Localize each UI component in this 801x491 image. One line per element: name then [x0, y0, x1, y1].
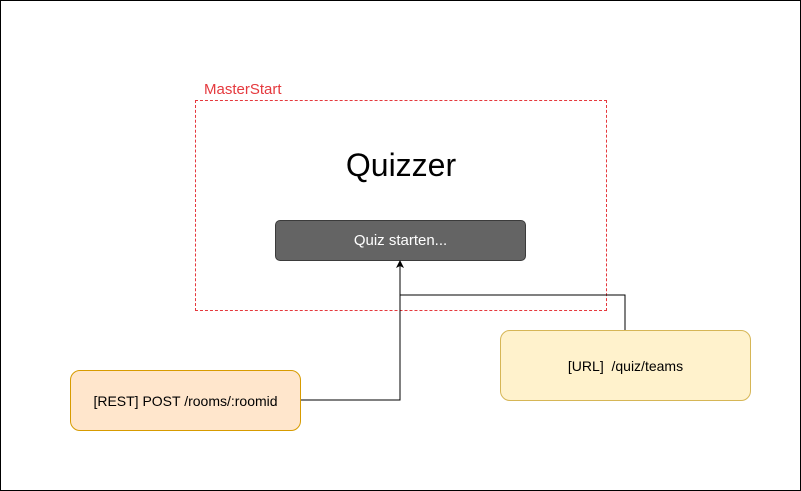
edge-url-to-button — [400, 294, 626, 330]
edge-rest-to-button — [300, 260, 404, 401]
component-label: MasterStart — [204, 81, 282, 98]
app-title: Quizzer — [345, 147, 457, 183]
masterstart-component-boundary — [195, 100, 607, 311]
rest-endpoint-note: [REST] POST /rooms/:roomid — [70, 370, 301, 431]
url-route-note: [URL] /quiz/teams — [500, 330, 751, 401]
